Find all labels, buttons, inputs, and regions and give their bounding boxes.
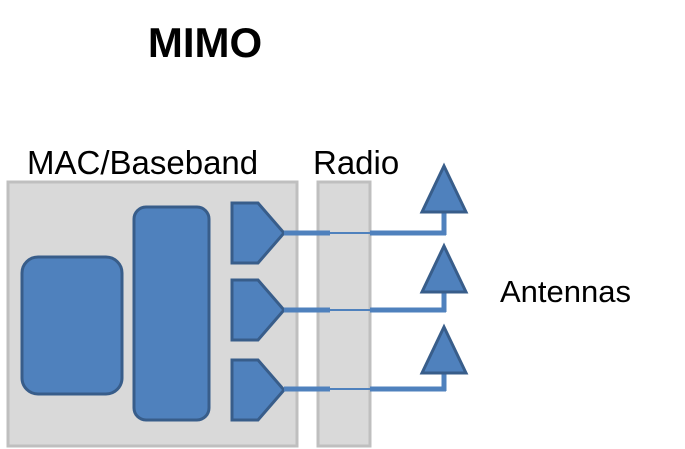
- radio-label: Radio: [313, 144, 400, 181]
- amplifier-2: [230, 278, 286, 342]
- radio-panel: [316, 180, 372, 448]
- antenna-1: [419, 162, 469, 214]
- antennas-label: Antennas: [500, 274, 631, 309]
- mac-baseband-label: MAC/Baseband: [27, 144, 259, 181]
- antenna-3: [419, 323, 469, 375]
- mac-block: [20, 255, 124, 396]
- diagram-title: MIMO: [147, 19, 263, 66]
- baseband-block: [132, 205, 211, 422]
- amplifier-3: [230, 358, 286, 422]
- antenna-2: [419, 242, 469, 294]
- amplifier-1: [230, 201, 286, 265]
